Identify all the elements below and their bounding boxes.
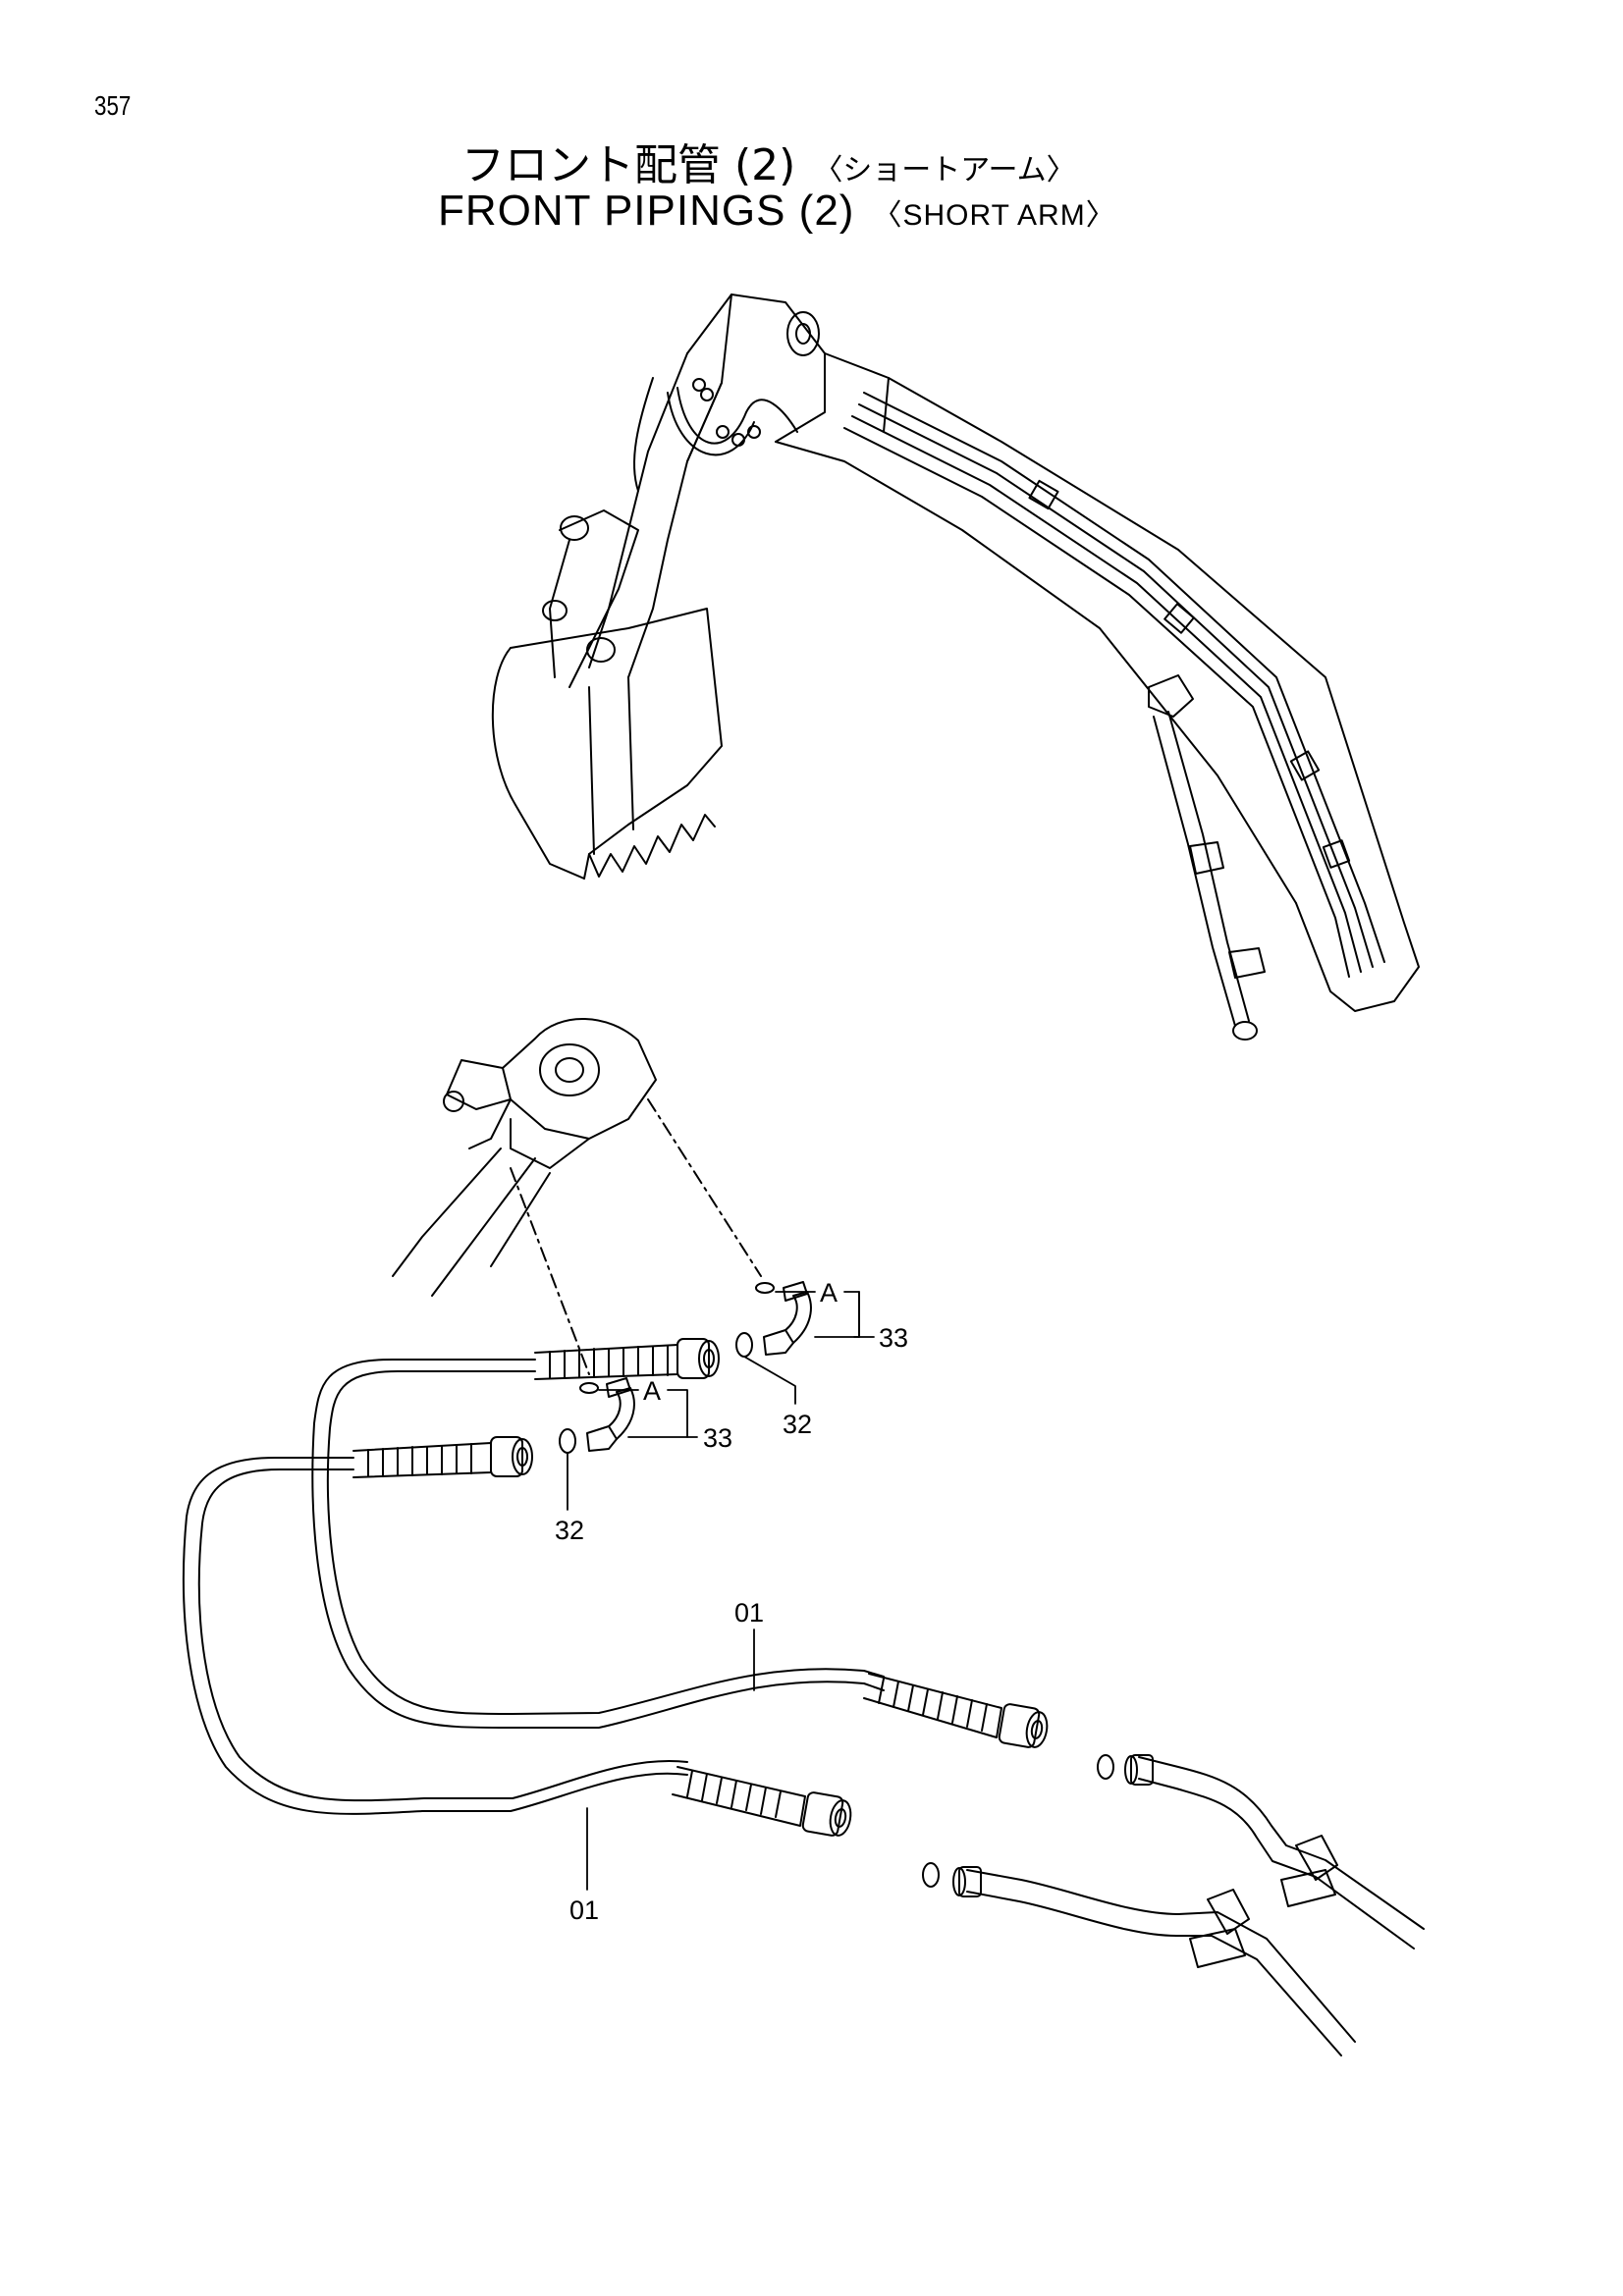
excavator-front-illustration (491, 294, 1420, 1041)
steel-pipes-with-clamps (922, 1754, 1425, 2056)
title-japanese: フロント配管 (2) 〈ショートアーム〉 (461, 130, 1076, 192)
callout-01-lower: 01 (569, 1896, 599, 1925)
title-english: FRONT PIPINGS (2) 〈SHORT ARM〉 (438, 187, 1116, 236)
callout-a-lower: A (643, 1376, 661, 1406)
fitting-set-upper (735, 1281, 812, 1358)
callout-33-upper: 33 (879, 1323, 908, 1353)
callout-32-upper: 32 (783, 1410, 812, 1439)
callout-33-lower: 33 (703, 1423, 732, 1453)
hose-assembly-exploded-view (183, 1018, 1049, 1891)
title-english-main: FRONT PIPINGS (2) (438, 187, 855, 235)
page-number: 357 (94, 90, 132, 121)
title-japanese-sub: 〈ショートアーム〉 (813, 153, 1076, 187)
callout-leaders (567, 1291, 875, 1891)
callout-32-lower: 32 (555, 1516, 584, 1545)
title-japanese-main: フロント配管 (2) (461, 140, 796, 190)
callout-a-upper: A (820, 1278, 838, 1308)
title-english-sub: 〈SHORT ARM〉 (872, 199, 1116, 232)
callout-01-upper: 01 (734, 1598, 764, 1628)
